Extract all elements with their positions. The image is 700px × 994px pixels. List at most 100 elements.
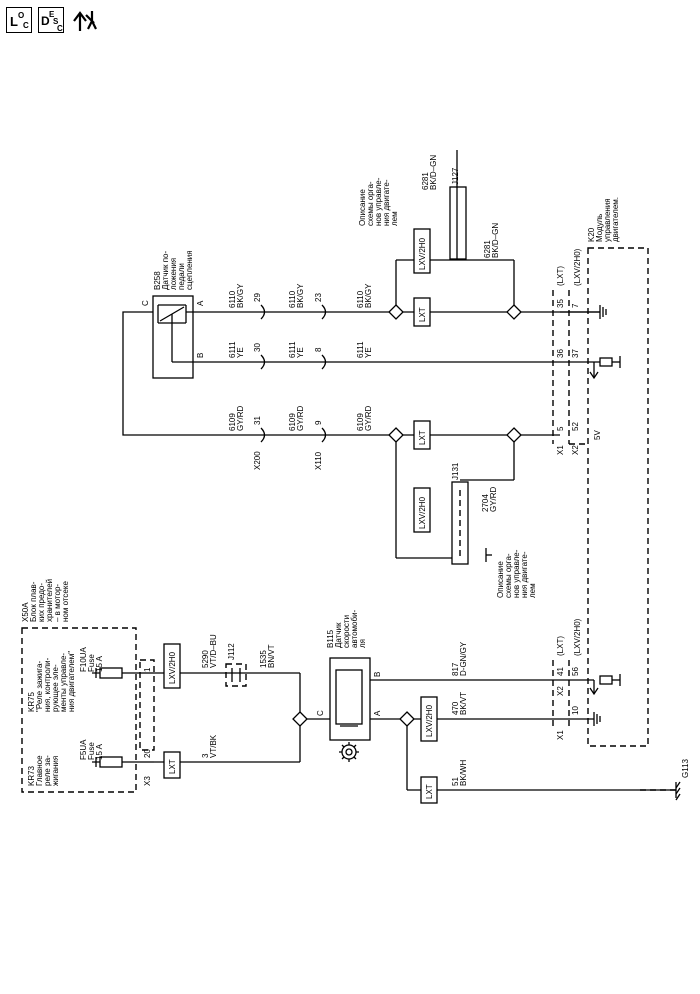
x200-pin-30: 30 [253, 343, 262, 352]
b258-box [152, 295, 194, 379]
svg-text:педали: педали [177, 263, 186, 290]
svg-text:ния двигате-: ния двигате- [520, 551, 529, 598]
wire-6109-label: 6109 GY/RD [228, 405, 245, 431]
b115-label: B115 Датчик скорости автомоби- ля [326, 609, 367, 648]
k20-pin-41: 41 [556, 667, 565, 676]
wire-6111-label: 6111 YE [356, 341, 373, 358]
lxv-option-box [413, 487, 431, 533]
svg-text:ния, контроли-: ния, контроли- [43, 657, 52, 712]
wire-1535-label: 1535 BN/VT [259, 644, 276, 668]
x2-label: X2 [571, 445, 580, 455]
x110-pin-8: 8 [314, 347, 323, 352]
x110-pin-9: 9 [314, 420, 323, 425]
desc-icon[interactable]: D E S C [38, 7, 64, 33]
wire-6110-label: 6110 BK/GY [288, 283, 305, 308]
svg-text:рующее эле-: рующее эле- [51, 664, 60, 712]
svg-text:Датчик: Датчик [334, 622, 343, 648]
svg-text:X50A: X50A [21, 602, 30, 622]
x2-label: X2 [556, 686, 565, 696]
svg-text:470: 470 [451, 701, 460, 715]
x50a-label: X50A Блок плав- ких предо- хранителей – … [21, 579, 70, 622]
splice-diamond [506, 304, 522, 320]
svg-text:менты управле-: менты управле- [59, 653, 68, 712]
wire-6281-label: 6281 BK/D–GN [483, 223, 500, 258]
j127-box [449, 186, 467, 260]
svg-text:VT/BK: VT/BK [209, 734, 218, 758]
k20-module-box [587, 247, 649, 747]
svg-text:6109: 6109 [228, 413, 237, 431]
lxt-box-label: LXT [418, 307, 427, 322]
svg-text:6110: 6110 [288, 290, 297, 308]
wire-6110-label: 6110 BK/GY [228, 283, 245, 308]
x200-connector [260, 304, 266, 443]
splice-diamond [506, 427, 522, 443]
svg-text:BK/GY: BK/GY [364, 283, 373, 308]
desc-letter-s: S [53, 17, 59, 26]
x200-pin-31: 31 [253, 416, 262, 425]
x200-label: X200 [253, 451, 262, 470]
loc-icon[interactable]: L O C [6, 7, 32, 33]
svg-text:хранителей: хранителей [45, 579, 54, 622]
splice-diamond [388, 427, 404, 443]
lxt-box-label: LXT [418, 430, 427, 445]
svg-text:BK/D–GN: BK/D–GN [491, 223, 500, 258]
wire-5290-label: 5290 VT/D–BU [201, 634, 218, 668]
reference-note: Описание схемы орга- нов управле- ния дв… [358, 177, 399, 226]
svg-text:схемы орга-: схемы орга- [366, 181, 375, 226]
svg-text:Fuse: Fuse [87, 654, 96, 672]
b258-label: B258 Датчик по- ложения педали сцепления [153, 250, 194, 290]
wire-51-label: 51 BK/WH [451, 760, 468, 786]
svg-text:BK/WH: BK/WH [459, 760, 468, 786]
svg-text:2704: 2704 [481, 494, 490, 512]
lxt-option-box [163, 751, 181, 779]
svg-text:817: 817 [451, 662, 460, 676]
lxv-option-box [413, 228, 431, 274]
x3-pin-1: 1 [143, 667, 152, 672]
svg-text:F10UA: F10UA [79, 646, 88, 672]
svg-text:реле за-: реле за- [43, 755, 52, 786]
f10ua-fuse-icon [92, 667, 140, 679]
svg-text:K20: K20 [587, 227, 596, 242]
b115-pin-c: C [316, 710, 325, 716]
svg-text:ких предо-: ких предо- [37, 583, 46, 622]
svg-text:двигателем.: двигателем. [611, 197, 620, 242]
lxt-box-label: LXT [168, 759, 177, 774]
x200-pin-29: 29 [253, 293, 262, 302]
svg-text:YE: YE [296, 347, 305, 358]
desc-letter-e: E [49, 10, 55, 19]
svg-text:BK/GY: BK/GY [296, 283, 305, 308]
f5ua-label: F5UA Fuse 15 A [79, 739, 104, 760]
wire-6109-label: 6109 GY/RD [288, 405, 305, 431]
loc-letter-l: L [10, 14, 18, 29]
svg-text:схемы орга-: схемы орга- [504, 553, 513, 598]
k20-label: K20 Модуль управления двигателем. [587, 197, 620, 242]
svg-text:GY/RD: GY/RD [489, 486, 498, 512]
svg-text:ном отсеке: ном отсеке [61, 581, 70, 622]
svg-text:VT/D–BU: VT/D–BU [209, 634, 218, 668]
svg-text:GY/RD: GY/RD [296, 405, 305, 431]
k20-41-connector [589, 674, 621, 696]
b258-pin-a: A [196, 300, 205, 306]
svg-text:Описание: Описание [358, 189, 367, 226]
g113-label: G113 [681, 758, 690, 778]
svg-text:нов управле-: нов управле- [512, 549, 521, 598]
svg-text:ния двигателем": ния двигателем" [67, 651, 76, 712]
svg-text:Датчик по-: Датчик по- [161, 251, 170, 290]
svg-text:– в мотор-: – в мотор- [53, 584, 62, 622]
svg-text:6111: 6111 [356, 341, 365, 358]
gear-icon [339, 742, 359, 762]
svg-text:BN/VT: BN/VT [267, 644, 276, 668]
wire-6111-label: 6111 YE [228, 341, 245, 358]
wire-470-label: 470 BK/VT [451, 692, 468, 715]
x1-label: X1 [556, 730, 565, 740]
svg-text:Главное: Главное [35, 755, 44, 786]
j131-label: J131 [451, 462, 460, 480]
k20-5v-label: 5V [593, 430, 602, 440]
b258-pin-b: B [196, 353, 205, 358]
svg-text:BK/D–GN: BK/D–GN [429, 155, 438, 190]
lxt-option-box [413, 297, 431, 327]
svg-text:лем: лем [390, 211, 399, 226]
kr75-label: KR75 "Реле зажига- ния, контроли- рующее… [27, 651, 76, 712]
tools-icon[interactable] [70, 7, 100, 33]
loc-letter-o: O [18, 11, 25, 20]
